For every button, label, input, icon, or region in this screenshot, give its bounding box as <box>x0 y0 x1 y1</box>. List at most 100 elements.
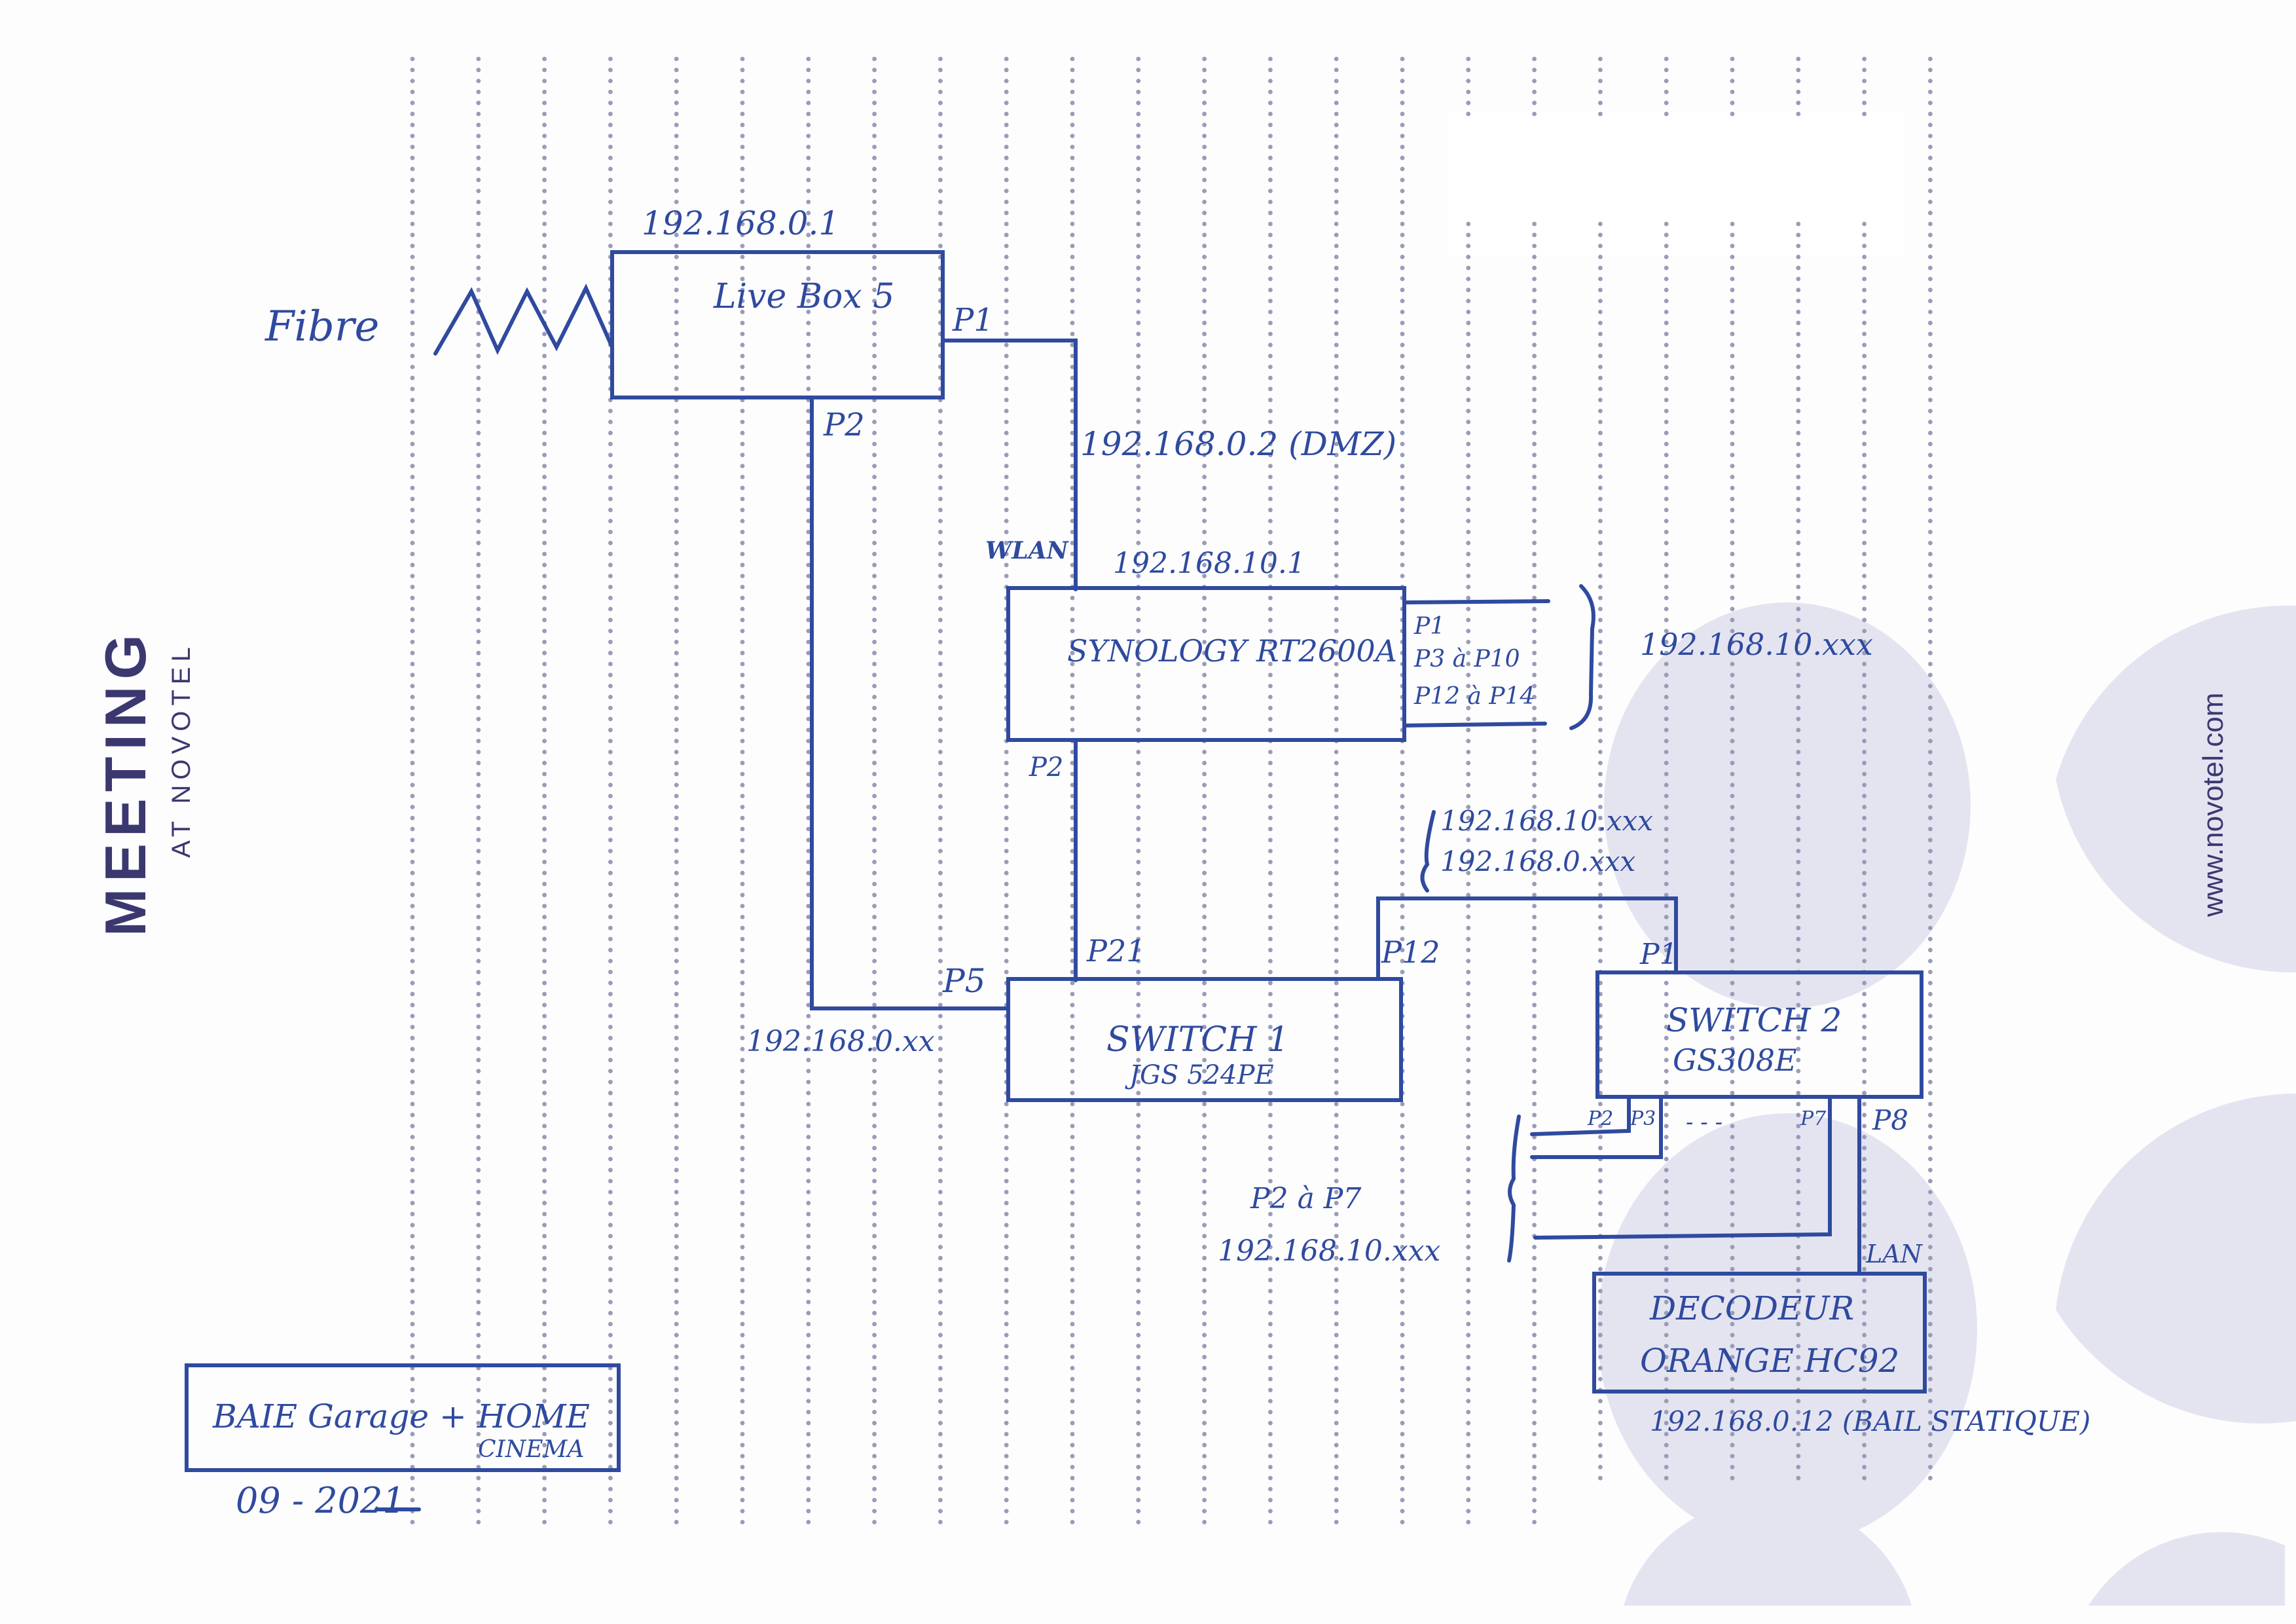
grid-dot <box>410 475 415 479</box>
grid-dot <box>1664 540 1669 545</box>
link-livebox-p2-switch1 <box>810 396 1010 1010</box>
switch2-box[interactable] <box>1595 970 1923 1099</box>
grid-dot <box>1334 991 1339 997</box>
grid-dot <box>1532 365 1537 369</box>
grid-dot <box>1862 299 1867 303</box>
grid-dot <box>1730 1289 1735 1293</box>
grid-dot <box>1202 1355 1207 1359</box>
grid-dot <box>1664 90 1669 94</box>
grid-dot <box>410 111 415 117</box>
grid-dot <box>1202 618 1207 623</box>
grid-dot <box>740 585 745 589</box>
grid-dot <box>542 925 547 931</box>
grid-dot <box>1004 948 1009 953</box>
grid-dot <box>1400 860 1405 864</box>
switch1-box[interactable] <box>1006 977 1403 1102</box>
grid-dot <box>674 1156 679 1162</box>
grid-dot <box>1268 530 1273 534</box>
grid-dot <box>938 959 943 963</box>
grid-dot <box>1466 1168 1471 1173</box>
device-boxes <box>185 250 1927 1472</box>
grid-dot <box>1466 1520 1471 1524</box>
grid-dot <box>872 574 877 578</box>
grid-dot <box>1202 155 1207 160</box>
grid-dot <box>1004 540 1009 545</box>
grid-dot <box>1334 1025 1339 1029</box>
grid-dot <box>1004 145 1009 149</box>
grid-dot <box>740 409 745 413</box>
grid-dot <box>938 1190 943 1194</box>
grid-dot <box>1664 1245 1669 1249</box>
grid-dot <box>1664 1465 1669 1469</box>
grid-dot <box>1268 970 1273 974</box>
grid-dot <box>410 1179 415 1183</box>
grid-dot <box>476 166 481 172</box>
grid-dot <box>806 244 811 248</box>
grid-dot <box>1466 794 1471 798</box>
grid-dot <box>1928 276 1933 282</box>
grid-dot <box>1532 936 1537 942</box>
grid-dot <box>1928 1190 1933 1194</box>
grid-dot <box>1202 980 1207 986</box>
grid-dot <box>806 375 811 380</box>
grid-dot <box>1400 452 1405 458</box>
grid-dot <box>1730 936 1735 942</box>
grid-dot <box>410 750 415 754</box>
grid-dot <box>1004 1266 1009 1272</box>
grid-dot <box>1070 441 1075 447</box>
grid-dot <box>1928 959 1933 963</box>
grid-dot <box>1730 684 1735 688</box>
grid-dot <box>1136 155 1141 160</box>
grid-dot <box>938 1090 943 1096</box>
grid-dot <box>1334 342 1339 348</box>
grid-dot <box>1862 936 1867 942</box>
grid-dot <box>1532 728 1537 733</box>
decoder-box[interactable] <box>1592 1272 1927 1393</box>
grid-dot <box>938 1355 943 1359</box>
switch1-model: JGS 524PE <box>1125 1060 1274 1090</box>
grid-dot <box>1136 287 1141 293</box>
grid-dot <box>476 265 481 270</box>
grid-dot <box>938 1014 943 1018</box>
grid-dot <box>1862 1046 1867 1052</box>
grid-dot <box>806 1465 811 1469</box>
grid-dot <box>1730 1344 1735 1349</box>
grid-dot <box>1862 650 1867 655</box>
livebox-box[interactable] <box>610 250 945 399</box>
grid-dot <box>1268 881 1273 887</box>
grid-dot <box>1532 1333 1537 1338</box>
grid-dot <box>1202 375 1207 380</box>
grid-dot <box>1334 1376 1339 1382</box>
grid-dot <box>608 1211 613 1217</box>
grid-dot <box>1862 606 1867 612</box>
synology-box[interactable] <box>1006 586 1406 742</box>
grid-dot <box>1862 420 1867 424</box>
trunk-subnet-2: 192.168.0.xxx <box>1440 845 1635 877</box>
grid-dot <box>938 409 943 413</box>
grid-dot <box>542 1156 547 1162</box>
grid-dot <box>1334 980 1339 986</box>
grid-dot <box>1664 1046 1669 1052</box>
grid-dot <box>1136 760 1141 766</box>
grid-dot <box>1334 1365 1339 1371</box>
grid-dot <box>1202 1025 1207 1029</box>
grid-dot <box>1532 585 1537 589</box>
grid-dot <box>1202 122 1207 128</box>
grid-dot <box>1862 870 1867 876</box>
grid-dot <box>1862 100 1867 105</box>
grid-dot <box>1730 1365 1735 1371</box>
grid-dot <box>938 629 943 633</box>
grid-dot <box>410 1223 415 1228</box>
blank-sticker <box>1447 111 1905 255</box>
grid-dot <box>1730 1321 1735 1327</box>
grid-dot <box>1334 430 1339 435</box>
grid-dot <box>476 232 481 238</box>
grid-dot <box>1334 134 1339 139</box>
grid-dot <box>1268 265 1273 270</box>
grid-dot <box>1070 728 1075 733</box>
grid-dot <box>938 221 943 227</box>
grid-dot <box>476 342 481 348</box>
grid-dot <box>1202 221 1207 227</box>
grid-dot <box>1928 695 1933 699</box>
grid-dot <box>938 1486 943 1492</box>
